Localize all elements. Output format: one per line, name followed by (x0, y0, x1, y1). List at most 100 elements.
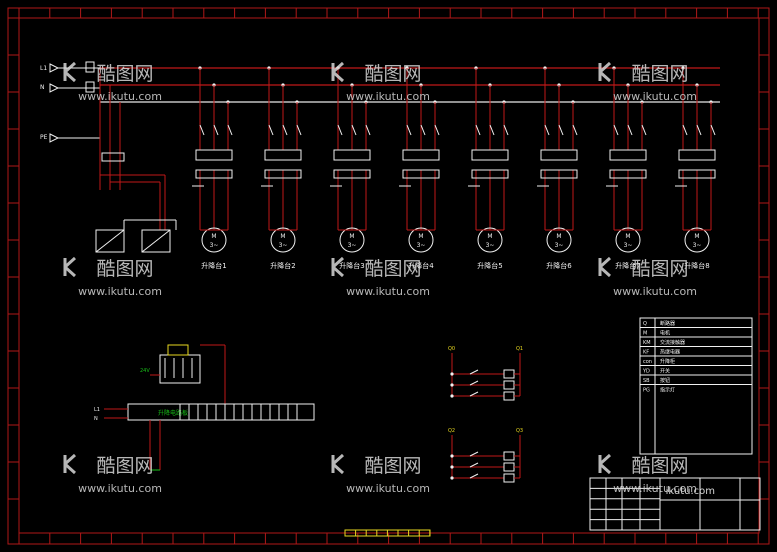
relay-group-label-left: Q2 (448, 428, 455, 434)
breaker-contact (696, 124, 702, 136)
breaker-symbol (85, 61, 95, 73)
motor-symbol-top: M (625, 233, 630, 240)
breaker-contact (227, 124, 233, 136)
legend-desc: 升降柜 (660, 358, 675, 365)
legend-code: Q (643, 321, 647, 327)
motor-branch-2: M3~升降台2 (261, 66, 302, 270)
relay-header (167, 344, 189, 356)
watermark-brand: 酷图网 (96, 455, 153, 477)
overload-relay (471, 169, 509, 179)
plc-input-label: L1 (94, 407, 100, 413)
motor-symbol-top: M (211, 233, 216, 240)
motor-symbol-top: M (418, 233, 423, 240)
overload-relay (402, 169, 440, 179)
breaker-contact (434, 124, 440, 136)
motor-label: 升降台7 (615, 261, 640, 270)
motor-label: 升降台2 (270, 261, 295, 270)
title-block-frame (589, 477, 761, 531)
legend-code: KF (643, 350, 649, 356)
drive-box-diagonal (141, 229, 171, 253)
legend-code: YD (642, 369, 650, 375)
watermark-url: www.ikutu.com (78, 482, 162, 495)
terminal-arrow-icon (49, 83, 60, 93)
breaker-contact (558, 124, 564, 136)
relay-coil (503, 391, 515, 401)
motor-branch-6: M 3~ 升降台6 (537, 66, 578, 270)
junction-dot (450, 383, 454, 387)
motor-symbol-top: M (487, 233, 492, 240)
motor-icon (546, 227, 572, 253)
watermark-logo-icon (331, 453, 345, 475)
motor-symbol-top: M (556, 233, 561, 240)
legend-code: SB (643, 378, 650, 384)
drive-box (141, 229, 171, 253)
motor-symbol-top: M (694, 233, 699, 240)
relay-block (159, 354, 201, 384)
breaker-contact (365, 124, 371, 136)
breaker-contact (627, 124, 633, 136)
switch-contact (469, 473, 479, 479)
breaker-contact (489, 124, 495, 136)
legend-desc: 断路器 (660, 320, 675, 327)
overload-relay (678, 169, 716, 179)
junction-dot (450, 372, 454, 376)
phase-label: L1 (40, 65, 47, 72)
motor-symbol-bottom: 3~ (279, 242, 288, 249)
watermark-url: www.ikutu.com (346, 90, 430, 103)
breaker-contact (682, 124, 688, 136)
watermark-7: 酷图网 www.ikutu.com (63, 453, 162, 495)
legend-desc: 指示灯 (660, 387, 675, 394)
switch-contact (469, 451, 479, 457)
breaker-contact (282, 124, 288, 136)
switch-contact (469, 391, 479, 397)
overload-relay (333, 169, 371, 179)
motor-symbol-bottom: 3~ (555, 242, 564, 249)
title-block (589, 477, 761, 531)
watermark-brand: 酷图网 (631, 258, 688, 280)
watermark-logo-icon (63, 61, 77, 83)
plc-input-label: N (94, 416, 98, 422)
motor-label: 升降台6 (546, 261, 572, 270)
motor-symbol-bottom: 3~ (348, 242, 357, 249)
watermark-brand: 酷图网 (96, 63, 153, 85)
motor-symbol-bottom: 3~ (693, 242, 702, 249)
watermark-url: www.ikutu.com (78, 90, 162, 103)
breaker-contact (613, 124, 619, 136)
motor-icon (408, 227, 434, 253)
drive-box-diagonal (95, 229, 125, 253)
terminal-arrow-icon (49, 133, 60, 143)
motor-symbol-bottom: 3~ (486, 242, 495, 249)
motor-icon (477, 227, 503, 253)
contactor-box (678, 149, 716, 161)
motor-branch-7: M3~升降台7 (606, 66, 647, 270)
relay-coil (503, 473, 515, 483)
motor-branch-8: M 3~ 升降台8 (675, 66, 716, 270)
junction-dot (450, 394, 454, 398)
motor-icon (270, 227, 296, 253)
contactor-box (195, 149, 233, 161)
legend-code: M (643, 331, 647, 337)
overload-relay (195, 169, 233, 179)
relay-group-label-left: Q0 (448, 346, 455, 352)
watermark-brand: 酷图网 (631, 63, 688, 85)
contactor-box (471, 149, 509, 161)
legend-desc: 开关 (660, 368, 670, 375)
motor-label: 升降台8 (684, 261, 709, 270)
motor-branch-4: M3~升降台4 (399, 66, 440, 270)
breaker-contact (641, 124, 647, 136)
watermark-logo-icon (63, 453, 77, 475)
legend-desc: 电机 (660, 330, 670, 337)
contactor-box (264, 149, 302, 161)
watermark-url: www.ikutu.com (78, 285, 162, 298)
motor-label: 升降台3 (339, 261, 364, 270)
watermark-url: www.ikutu.com (613, 482, 697, 495)
relay-coil (503, 451, 515, 461)
breaker-symbol (85, 81, 95, 93)
